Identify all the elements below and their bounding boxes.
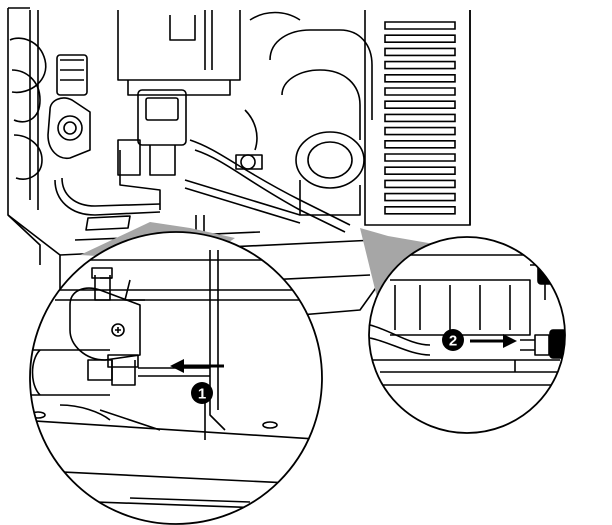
appliance-interior (7, 7, 386, 331)
callout-1-label: 1 (198, 386, 206, 403)
pull-arrow-2-head (503, 334, 517, 348)
louver-slat (384, 192, 456, 202)
louver-slat (384, 100, 456, 109)
louver-slat (384, 166, 456, 175)
louver-slat (384, 87, 456, 96)
louver-slat (384, 47, 456, 57)
louver-slat (384, 34, 456, 43)
louver-slats (384, 21, 456, 215)
louver-slat (384, 140, 456, 149)
louver-slat (384, 60, 456, 70)
louver-slat (384, 206, 456, 215)
louvered-side-panel (364, 10, 471, 226)
callout-1-marker (191, 382, 213, 404)
callout-2-label: 2 (449, 333, 457, 350)
louver-slat (384, 126, 456, 136)
callout-2-marker (442, 329, 464, 351)
pull-arrow-1-head (170, 359, 184, 373)
louver-slat (384, 113, 456, 123)
callout-1: 1 (191, 382, 213, 404)
callout-2: 2 (442, 329, 464, 351)
louver-slat (384, 74, 456, 83)
louver-slat (384, 153, 456, 162)
louver-slat (384, 179, 456, 189)
zoom-detail-1: 1 (29, 231, 323, 525)
louver-slat (384, 21, 456, 30)
zoom-detail-2: 2 (368, 236, 566, 434)
